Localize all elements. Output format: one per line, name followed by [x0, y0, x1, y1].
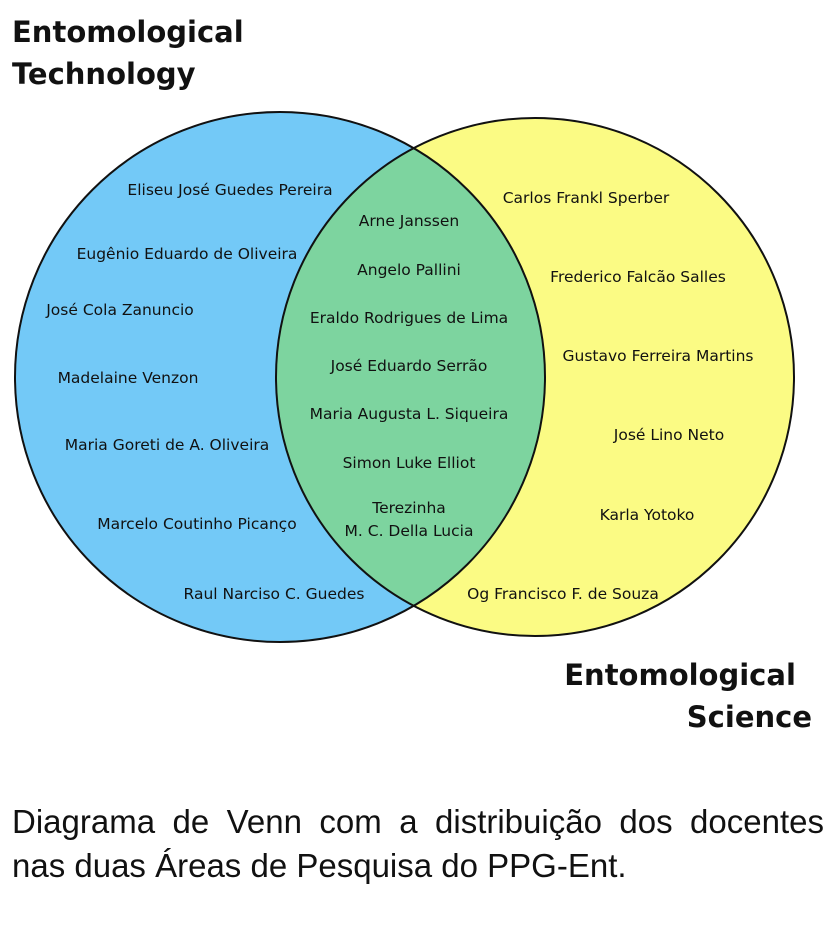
figure-caption: Diagrama de Venn com a distribuição dos …	[12, 803, 824, 884]
right-members: Carlos Frankl Sperber Frederico Falcão S…	[467, 189, 753, 603]
overlap-member-multiline: Terezinha M. C. Della Lucia	[345, 499, 474, 540]
left-member: Madelaine Venzon	[58, 369, 199, 387]
right-area-title-line-2: Science	[687, 700, 812, 734]
left-members: Eliseu José Guedes Pereira Eugênio Eduar…	[45, 181, 364, 603]
overlap-members: Arne Janssen Angelo Pallini Eraldo Rodri…	[310, 212, 509, 540]
left-area-title: Entomological Technology	[12, 15, 254, 91]
right-member: José Lino Neto	[613, 426, 724, 444]
circle-right-outline	[275, 117, 795, 637]
overlap-member: José Eduardo Serrão	[330, 357, 488, 375]
left-member: Raul Narciso C. Guedes	[184, 585, 365, 603]
left-member: Maria Goreti de A. Oliveira	[65, 436, 270, 454]
overlap-member: Simon Luke Elliot	[343, 454, 476, 472]
left-area-title-line-2: Technology	[12, 57, 196, 91]
left-member: Eliseu José Guedes Pereira	[127, 181, 332, 199]
left-member: Eugênio Eduardo de Oliveira	[77, 245, 298, 263]
overlap-region	[276, 118, 545, 636]
right-member: Karla Yotoko	[600, 506, 695, 524]
left-member: José Cola Zanuncio	[45, 301, 194, 319]
overlap-member: Maria Augusta L. Siqueira	[310, 405, 509, 423]
right-member: Frederico Falcão Salles	[550, 268, 726, 286]
left-member: Marcelo Coutinho Picanço	[97, 515, 296, 533]
overlap-member-line: M. C. Della Lucia	[345, 522, 474, 540]
right-area-title: Entomological Science	[564, 658, 812, 734]
overlap-member-line: Terezinha	[371, 499, 446, 517]
right-area-title-line-1: Entomological	[564, 658, 796, 692]
right-member: Og Francisco F. de Souza	[467, 585, 659, 603]
overlap-member: Angelo Pallini	[357, 261, 461, 279]
left-area-title-line-1: Entomological	[12, 15, 244, 49]
overlap-member: Arne Janssen	[359, 212, 459, 230]
overlap-member: Eraldo Rodrigues de Lima	[310, 309, 508, 327]
right-member: Gustavo Ferreira Martins	[563, 347, 754, 365]
right-member: Carlos Frankl Sperber	[503, 189, 670, 207]
circle-left-outline	[14, 111, 546, 643]
venn-diagram: Entomological Technology Entomological S…	[12, 15, 812, 734]
